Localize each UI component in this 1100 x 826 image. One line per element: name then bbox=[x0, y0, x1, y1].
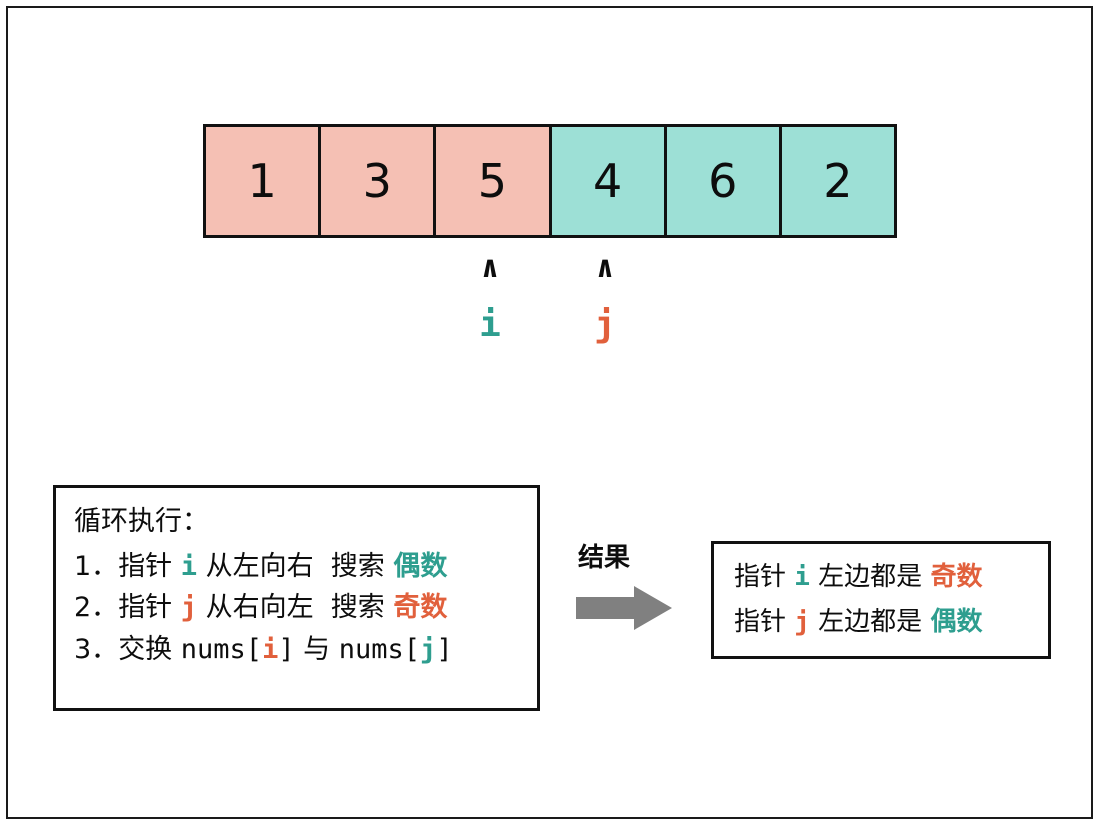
loop-step-3-part-0: 交换 bbox=[118, 633, 181, 665]
result-line-2-part-1: j bbox=[794, 607, 810, 637]
loop-step-3-part-1: nums[ bbox=[180, 633, 263, 665]
loop-step-2-number: 2． bbox=[74, 592, 119, 624]
loop-step-1-part-3: 偶数 bbox=[393, 551, 448, 583]
array-cell-0: 1 bbox=[206, 127, 322, 235]
pointer-j: ∧ j bbox=[545, 253, 665, 343]
loop-step-1-number: 1． bbox=[74, 551, 119, 583]
right-arrow-icon bbox=[576, 586, 672, 630]
pointer-i: ∧ i bbox=[430, 253, 550, 343]
loop-step-1: 1．指针 i 从左向右 搜索 偶数 bbox=[74, 546, 537, 587]
loop-step-3-part-3: ] bbox=[278, 633, 295, 665]
array-cell-value: 2 bbox=[823, 154, 853, 208]
result-line-2-part-0: 指针 bbox=[734, 607, 795, 637]
array-cell-2: 5 bbox=[436, 127, 552, 235]
loop-step-2-part-0: 指针 bbox=[118, 592, 181, 624]
loop-step-3-part-4: 与 bbox=[294, 633, 339, 665]
array-cell-3: 4 bbox=[551, 127, 667, 235]
loop-step-3-number: 3． bbox=[74, 633, 119, 665]
loop-step-2-part-2: 从右向左 搜索 bbox=[197, 592, 394, 624]
result-line-2-part-3: 偶数 bbox=[930, 607, 983, 637]
loop-step-1-part-2: 从左向右 搜索 bbox=[197, 551, 394, 583]
array-cell-4: 6 bbox=[666, 127, 782, 235]
loop-step-2-part-1: j bbox=[180, 592, 198, 624]
array-cell-value: 6 bbox=[708, 154, 738, 208]
result-line-2-part-2: 左边都是 bbox=[809, 607, 931, 637]
loop-step-3-part-2: i bbox=[262, 633, 279, 665]
result-line-1-part-3: 奇数 bbox=[930, 561, 983, 592]
result-line-1-part-2: 左边都是 bbox=[809, 561, 931, 592]
array-cell-1: 3 bbox=[321, 127, 437, 235]
array-cell-value: 4 bbox=[592, 154, 623, 208]
loop-step-3: 3．交换 nums[i] 与 nums[j] bbox=[74, 629, 537, 670]
loop-steps-title: 循环执行： bbox=[74, 506, 209, 537]
result-line-1: 指针 i 左边都是 奇数 bbox=[734, 555, 1048, 601]
result-line-1-part-0: 指针 bbox=[734, 561, 795, 592]
array-container: 1 3 5 4 6 2 bbox=[203, 124, 897, 238]
loop-step-1-part-1: i bbox=[180, 551, 198, 583]
array-cell-value: 1 bbox=[247, 154, 277, 208]
result-box: 指针 i 左边都是 奇数指针 j 左边都是 偶数 bbox=[711, 541, 1051, 659]
pointer-j-label: j bbox=[594, 304, 616, 345]
loop-step-1-part-0: 指针 bbox=[118, 551, 181, 583]
loop-step-2: 2．指针 j 从右向左 搜索 奇数 bbox=[74, 587, 537, 628]
result-line-1-part-1: i bbox=[794, 561, 810, 592]
loop-step-3-part-7: ] bbox=[436, 633, 453, 665]
array-cell-value: 3 bbox=[362, 154, 392, 208]
pointer-i-caret: ∧ bbox=[480, 250, 500, 285]
array-cell-value: 5 bbox=[477, 154, 508, 208]
loop-step-2-part-3: 奇数 bbox=[393, 592, 448, 624]
result-arrow-label: 结果 bbox=[578, 543, 631, 573]
pointer-j-caret: ∧ bbox=[595, 250, 615, 285]
pointer-i-label: i bbox=[479, 304, 501, 345]
loop-step-3-part-6: j bbox=[420, 633, 437, 665]
result-line-2: 指针 j 左边都是 偶数 bbox=[734, 600, 1048, 646]
array-cell-5: 2 bbox=[781, 127, 895, 235]
loop-step-3-part-5: nums[ bbox=[338, 633, 421, 665]
